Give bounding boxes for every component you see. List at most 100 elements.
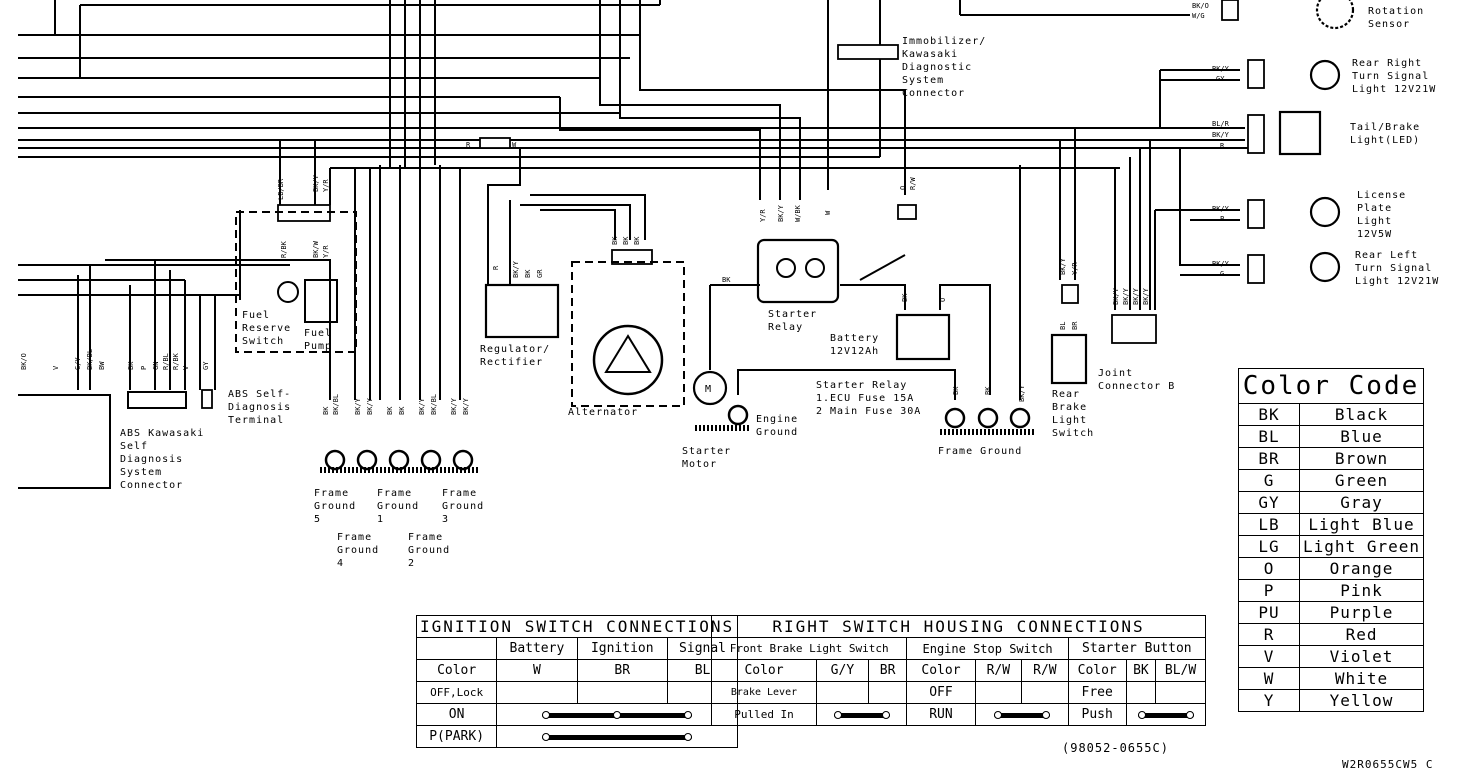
- wire-code: BK/Y: [462, 397, 470, 415]
- wire-code: R: [466, 141, 471, 149]
- wire-code: R/BK: [172, 352, 180, 370]
- reference-code: (98052-0655C): [1062, 741, 1169, 755]
- wire-code: Y/R: [322, 179, 330, 192]
- wire-code: BK/Y: [366, 397, 374, 415]
- regulator-label: Regulator/Rectifier: [480, 344, 550, 368]
- color-abbrev: BR: [1237, 447, 1301, 470]
- wire-code: BK: [622, 236, 630, 245]
- switch-row-label: Pulled In: [710, 703, 818, 726]
- wire-code: P: [140, 366, 148, 370]
- switch-connection-cell: [974, 703, 1069, 726]
- figure-code: W2R0655CW5 C: [1342, 758, 1434, 771]
- wire-code: BK/Y: [312, 174, 320, 192]
- components: [18, 0, 1355, 489]
- starter-motor-symbol: [692, 370, 728, 406]
- color-name: Red: [1299, 623, 1424, 646]
- wire-code: BK: [611, 236, 619, 245]
- switch-cell: [816, 681, 869, 704]
- wire-code: BR: [1071, 321, 1079, 330]
- wire-code: BK/Y: [1018, 384, 1026, 402]
- color-abbrev: PU: [1237, 601, 1301, 624]
- color-code-title: Color Code: [1238, 368, 1424, 404]
- wire-code: BK: [386, 406, 394, 415]
- wire-code: BL/R: [1212, 120, 1230, 128]
- ignition-cell: [576, 681, 668, 704]
- wire-code: BK: [322, 406, 330, 415]
- wire-code: BK/Y: [1132, 287, 1140, 305]
- ignition-row-label: ON: [415, 703, 498, 726]
- switch-row-label: OFF: [906, 681, 976, 704]
- wire-code: W/BK: [794, 204, 802, 222]
- wire-code: G/Y: [74, 357, 82, 370]
- color-abbrev: W: [1237, 667, 1301, 690]
- switch-row-label: Free: [1067, 681, 1127, 704]
- wire-code: BK/O: [20, 353, 28, 370]
- wire-code: P: [1220, 215, 1224, 223]
- ground-symbols: [320, 404, 1035, 473]
- connection-bar: [833, 710, 890, 719]
- wire-code: GY: [202, 361, 210, 370]
- rear-brake-switch-box: [1050, 333, 1088, 385]
- color-abbrev: P: [1237, 579, 1301, 602]
- wire-code: O: [899, 186, 907, 190]
- switch-header-cell: G/Y: [816, 659, 869, 682]
- switch-header-cell: Color: [906, 659, 976, 682]
- wire-code: BW: [98, 361, 106, 370]
- ignition-row-label: Color: [415, 659, 498, 682]
- switch-header-cell: R/W: [974, 659, 1023, 682]
- wire-code: W/G: [1192, 12, 1205, 20]
- ignition-table-title: IGNITION SWITCH CONNECTIONS: [415, 615, 739, 638]
- wire-code: BK: [722, 276, 731, 284]
- ignition-row-label: OFF,Lock: [415, 681, 498, 704]
- wire-code: BK/Y: [1212, 260, 1230, 268]
- wire-code: BK/Y: [418, 397, 426, 415]
- color-name: Violet: [1299, 645, 1424, 668]
- color-name: Purple: [1299, 601, 1424, 624]
- wire-code: BK: [127, 361, 135, 370]
- wire-code: BK: [633, 236, 641, 245]
- wire-code: BK/Y: [1122, 287, 1130, 305]
- color-name: White: [1299, 667, 1424, 690]
- color-name: Green: [1299, 469, 1424, 492]
- color-abbrev: BL: [1237, 425, 1301, 448]
- wire-code: G: [1220, 270, 1224, 278]
- ignition-row-label: P(PARK): [415, 725, 498, 748]
- switch-header-cell: Color: [1067, 659, 1127, 682]
- wire-code: BK/BL: [430, 394, 438, 415]
- wire-code: BK/Y: [450, 397, 458, 415]
- switch-cell: [1021, 681, 1069, 704]
- wire-code: BK/BL: [332, 394, 340, 415]
- connection-bar: [542, 710, 693, 719]
- color-abbrev: R: [1237, 623, 1301, 646]
- wire-code: BK/BL: [86, 349, 94, 370]
- frame-ground-label: Frame Ground: [938, 446, 1022, 457]
- wire-code: Y/R: [322, 245, 330, 258]
- wire-code: BK/Y: [1112, 287, 1120, 305]
- ignition-color-cell: W: [496, 659, 578, 682]
- wire-code: V: [52, 365, 60, 370]
